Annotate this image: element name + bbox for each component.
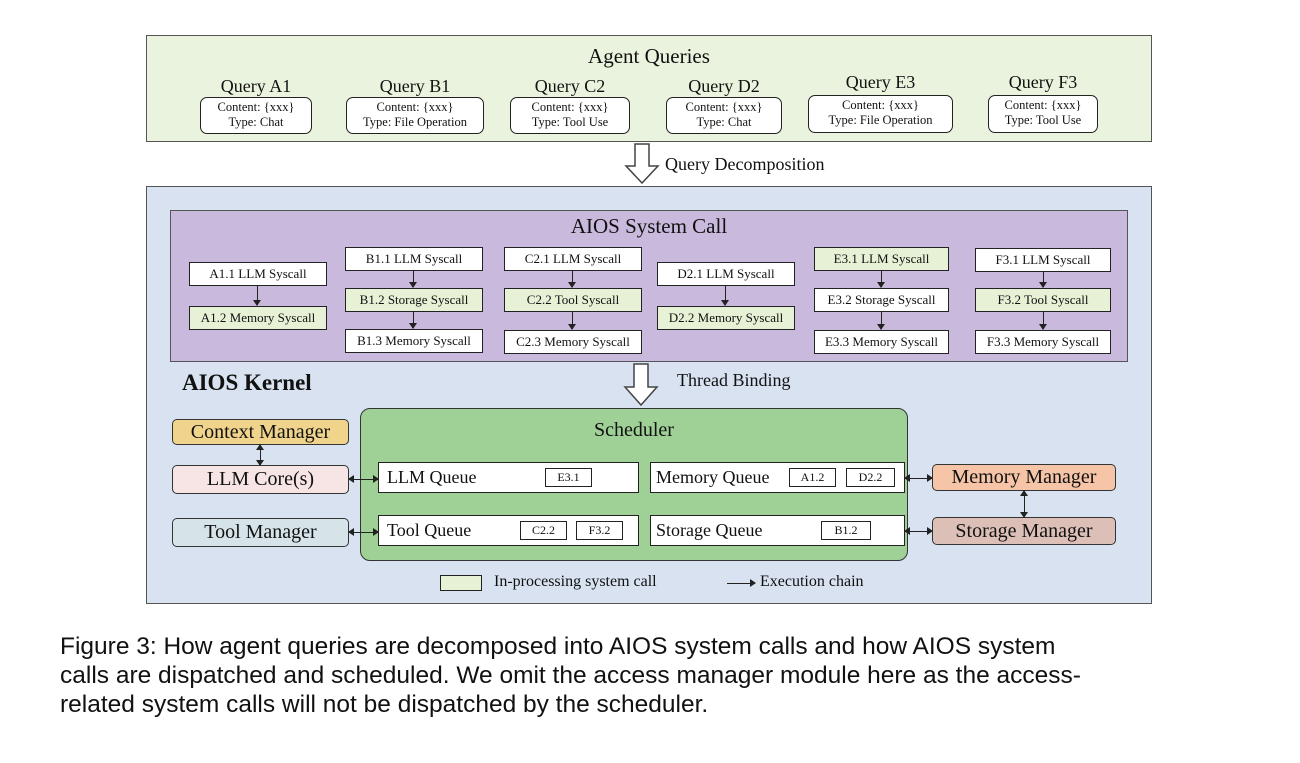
query-type: Type: Chat [228,115,284,129]
aios-system-call-title: AIOS System Call [570,214,728,238]
llm-queue: LLM Queue E3.1 [378,462,639,493]
memory-queue-label: Memory Queue [656,467,770,487]
syscall-box: E3.2 Storage Syscall [814,288,949,312]
storage-manager: Storage Manager [932,517,1116,545]
syscall-box: B1.1 LLM Syscall [345,247,483,271]
syscall-box: B1.3 Memory Syscall [345,329,483,353]
query-type: Type: Tool Use [1004,113,1082,127]
query-box: Content: {xxx} Type: File Operation [808,95,953,133]
queue-item: D2.2 [846,468,895,487]
legend-execution-chain-label: Execution chain [760,573,864,590]
llm-core-connector [348,473,379,486]
query-content: Content: {xxx} [217,100,295,114]
execution-chain-arrow [1037,312,1050,330]
llm-queue-label: LLM Queue [387,467,477,487]
queue-item: E3.1 [545,468,592,487]
legend-execution-chain-arrow [727,577,756,590]
storage-queue-label: Storage Queue [656,520,763,540]
syscall-box: F3.3 Memory Syscall [975,330,1111,354]
queue-item: B1.2 [821,521,871,540]
tool-queue-label: Tool Queue [387,520,472,540]
aios-kernel-title: AIOS Kernel [182,370,312,395]
query-type: Type: File Operation [828,113,933,127]
llm-core: LLM Core(s) [172,465,349,494]
query-title: Query C2 [534,76,606,96]
context-manager: Context Manager [172,419,349,445]
tool-manager: Tool Manager [172,518,349,547]
query-title: Query A1 [220,76,292,96]
query-title: Query B1 [379,76,451,96]
agent-queries-panel [146,35,1152,142]
query-decomposition-label: Query Decomposition [665,154,825,174]
agent-queries-title: Agent Queries [588,44,710,68]
query-box: Content: {xxx} Type: Chat [200,97,312,134]
execution-chain-arrow [566,312,579,330]
scheduler-title: Scheduler [594,419,674,441]
syscall-box: C2.1 LLM Syscall [504,247,642,271]
syscall-box: C2.3 Memory Syscall [504,330,642,354]
tool-manager-connector [348,526,379,539]
query-content: Content: {xxx} [376,100,454,114]
execution-chain-arrow [407,312,420,329]
query-type: Type: Tool Use [531,115,609,129]
memory-queue: Memory Queue A1.2 D2.2 [650,462,905,493]
queue-item: A1.2 [789,468,836,487]
syscall-box-active: F3.2 Tool Syscall [975,288,1111,312]
syscall-box-active: D2.2 Memory Syscall [657,306,795,330]
execution-chain-arrow [1037,272,1050,288]
execution-chain-arrow [875,312,888,330]
query-title: Query F3 [1008,72,1078,92]
syscall-box-active: A1.2 Memory Syscall [189,306,327,330]
storage-queue: Storage Queue B1.2 [650,515,905,546]
thread-binding-arrow-icon [623,363,659,407]
query-type: Type: Chat [696,115,752,129]
legend-in-processing-label: In-processing system call [494,573,657,590]
query-content: Content: {xxx} [685,100,763,114]
query-content: Content: {xxx} [531,100,609,114]
query-box: Content: {xxx} Type: Chat [666,97,782,134]
syscall-box-active: B1.2 Storage Syscall [345,288,483,312]
caption-line: calls are dispatched and scheduled. We o… [60,662,1081,689]
caption-line: Figure 3: How agent queries are decompos… [60,633,1056,660]
syscall-box: A1.1 LLM Syscall [189,262,327,286]
syscall-box: E3.3 Memory Syscall [814,330,949,354]
aios-system-call-panel [170,210,1128,362]
caption-line: related system calls will not be dispatc… [60,691,709,718]
memory-manager: Memory Manager [932,464,1116,491]
context-llm-connector [254,444,267,466]
syscall-box-active: E3.1 LLM Syscall [814,247,949,271]
query-content: Content: {xxx} [842,98,919,112]
execution-chain-arrow [407,271,420,288]
execution-chain-arrow [251,286,264,306]
tool-queue: Tool Queue C2.2 F3.2 [378,515,639,546]
syscall-box: D2.1 LLM Syscall [657,262,795,286]
query-type: Type: File Operation [363,115,467,129]
query-box: Content: {xxx} Type: Tool Use [510,97,630,134]
query-content: Content: {xxx} [1004,98,1082,112]
figure-caption: Figure 3: How agent queries are decompos… [60,632,1260,719]
query-title: Query E3 [845,72,916,92]
query-title: Query D2 [688,76,760,96]
query-box: Content: {xxx} Type: Tool Use [988,95,1098,133]
legend-in-processing-swatch [440,575,482,591]
storage-manager-connector [904,525,933,538]
queue-item: F3.2 [576,521,623,540]
queue-item: C2.2 [520,521,567,540]
syscall-box-active: C2.2 Tool Syscall [504,288,642,312]
memory-manager-connector [904,472,933,485]
execution-chain-arrow [566,271,579,288]
syscall-box: F3.1 LLM Syscall [975,248,1111,272]
execution-chain-arrow [719,286,732,306]
memory-storage-connector [1018,490,1031,518]
decomposition-arrow-icon [624,143,660,185]
thread-binding-label: Thread Binding [677,370,791,390]
execution-chain-arrow [875,271,888,288]
query-box: Content: {xxx} Type: File Operation [346,97,484,134]
